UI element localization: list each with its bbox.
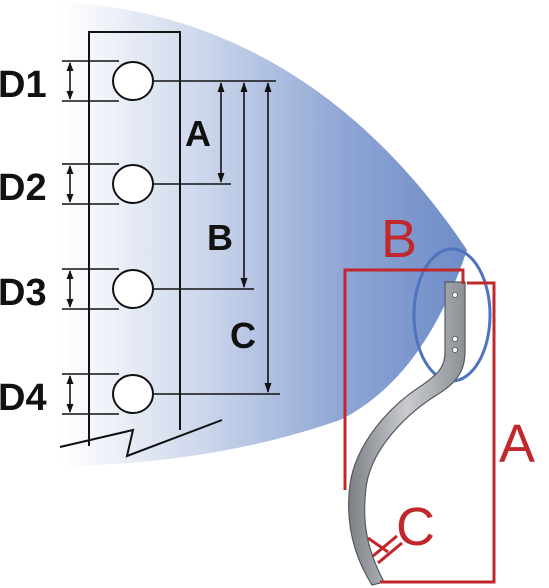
hole-label-d2: D2 <box>0 167 47 209</box>
spacing-dimension-a: A <box>185 82 225 183</box>
frame-bar <box>59 31 223 458</box>
tine-label-a: A <box>499 414 535 474</box>
tine-dimension-c <box>367 534 403 565</box>
spacing-label-a: A <box>185 113 211 154</box>
hole-label-d3: D3 <box>0 272 47 314</box>
hole-label-d4: D4 <box>0 377 47 419</box>
spacing-label-c: C <box>230 315 256 356</box>
spacing-dimension-c: C <box>230 82 272 393</box>
hole-row-d4: D4 <box>0 373 154 419</box>
hole-d2 <box>112 164 154 204</box>
tine-mount-hole-middle <box>451 335 458 342</box>
tine-dimension-b <box>343 268 465 490</box>
tine-mount-hole-bottom <box>451 346 458 353</box>
hole-d3 <box>112 269 154 309</box>
hole-row-d2: D2 <box>0 163 154 209</box>
magnification-fan <box>60 2 467 466</box>
frame-outline <box>88 31 181 446</box>
spacing-dimension-b: B <box>207 82 248 288</box>
hole-d1 <box>112 61 154 101</box>
frame-break-mark <box>59 419 223 458</box>
hole-row-d3: D3 <box>0 268 154 314</box>
s-tine-shank <box>348 281 466 586</box>
extension-lines <box>153 80 280 395</box>
tine-label-b: B <box>381 209 417 269</box>
tine-dimension-a <box>380 281 496 584</box>
hole-label-d1: D1 <box>0 64 47 106</box>
tine-mount-hole-top <box>451 291 458 298</box>
tine-label-c: C <box>396 497 435 557</box>
hole-row-d1: D1 <box>0 60 154 106</box>
hole-d4 <box>112 374 154 414</box>
spacing-label-b: B <box>207 217 233 258</box>
